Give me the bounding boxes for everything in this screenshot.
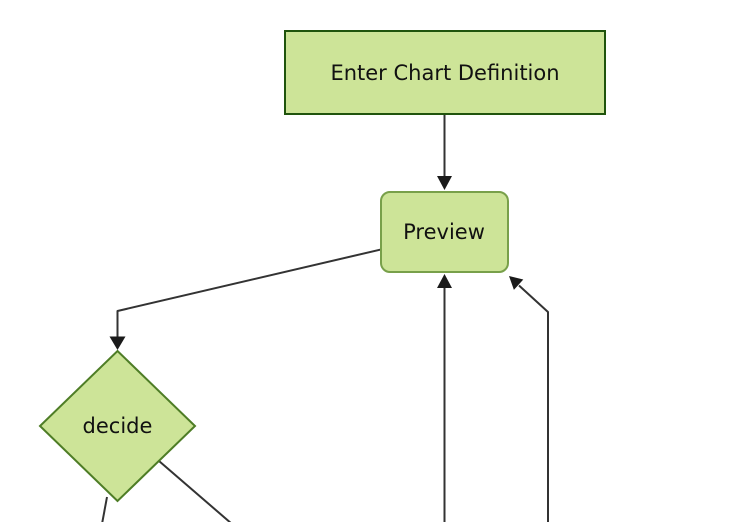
preview-shape xyxy=(380,191,509,273)
preview-label: Preview xyxy=(403,220,485,244)
arrowhead-into-preview-top xyxy=(437,176,452,190)
node-enter-chart-definition: Enter Chart Definition xyxy=(284,30,606,115)
arrowhead-into-decide-top xyxy=(109,336,126,350)
edge-enter-chart-definition-to-preview xyxy=(437,114,452,190)
edge-preview-to-decide xyxy=(109,248,384,350)
enter-chart-definition-label: Enter Chart Definition xyxy=(330,61,559,85)
enter-chart-definition-shape xyxy=(284,30,606,115)
node-decide: decide xyxy=(38,349,197,503)
edge-offscreen-bottom-center-to-preview xyxy=(437,274,452,522)
edge-line xyxy=(116,248,384,337)
edge-decide-to-offscreen-bottom-right xyxy=(158,460,232,522)
node-preview: Preview xyxy=(380,191,509,273)
edge-decide-to-offscreen-bottom-left xyxy=(101,496,108,522)
arrowhead-into-preview-bottom xyxy=(437,274,452,288)
edge-offscreen-bottom-right-to-preview xyxy=(509,276,549,522)
decide-shape xyxy=(38,349,197,503)
decide-label: decide xyxy=(83,414,153,438)
arrowhead-into-preview-corner xyxy=(509,276,524,290)
edge-line xyxy=(518,284,549,522)
